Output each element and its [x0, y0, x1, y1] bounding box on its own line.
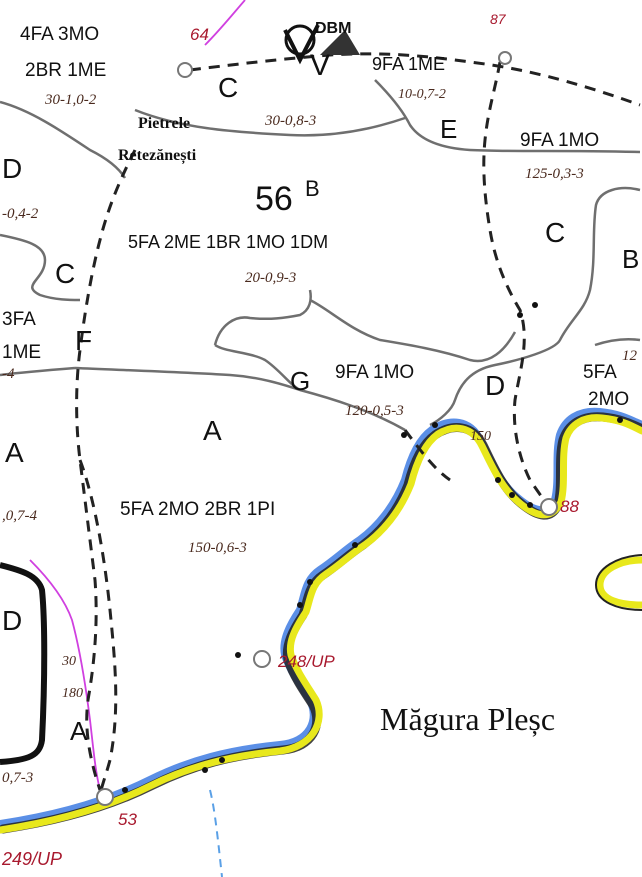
- point-53-marker: [96, 788, 114, 806]
- code-30-08-3: 30-0,8-3: [264, 113, 316, 129]
- code-left-4: -4: [2, 366, 15, 382]
- label-v: V: [310, 49, 330, 82]
- num-64: 64: [190, 25, 209, 44]
- code-left-04-2: -0,4-2: [2, 206, 39, 222]
- river: [0, 407, 642, 834]
- stand-9fa1mo-mid: 9FA 1MO: [335, 362, 414, 383]
- letter-d-bottom-left: D: [2, 605, 22, 636]
- stand-5fa-right: 5FA: [583, 362, 617, 383]
- letter-f: F: [75, 325, 92, 356]
- map-labels: 4FA 3MO 2BR 1ME 30-1,0-2 C 64 V DBM 87 9…: [1, 11, 639, 869]
- code-20-09-3: 20-0,9-3: [245, 270, 296, 286]
- stand-a-main: 5FA 2MO 2BR 1PI: [120, 499, 275, 520]
- letter-a-left: A: [5, 437, 24, 468]
- code-10-07-2: 10-0,7-2: [398, 87, 446, 102]
- point-64-marker: [177, 62, 193, 78]
- place-retezanesti: Retezănești: [118, 147, 197, 165]
- point-88-label: 88: [560, 497, 579, 516]
- num-12-right: 12: [622, 348, 638, 364]
- letter-b-right: B: [622, 244, 639, 274]
- stream-line: [209, 789, 223, 877]
- code-left-07-4: ,0,7-4: [2, 508, 37, 524]
- letter-e: E: [440, 114, 457, 144]
- point-249-label: 249/UP: [1, 849, 62, 869]
- letter-g: G: [290, 366, 310, 396]
- num-30: 30: [61, 654, 76, 669]
- magenta-lines: [29, 0, 246, 791]
- v-symbol: [283, 24, 360, 65]
- num-180: 180: [62, 686, 83, 701]
- point-248-marker: [253, 650, 271, 668]
- point-248-label: 248/UP: [277, 652, 335, 671]
- stand-2br1me: 2BR 1ME: [25, 60, 106, 81]
- stand-2mo-right: 2MO: [588, 389, 629, 410]
- parcel-56b-number: 56: [255, 180, 293, 218]
- stand-1me: 1ME: [2, 342, 41, 363]
- label-dbm: DBM: [315, 20, 351, 37]
- num-150-small: 150: [470, 429, 491, 444]
- code-30-1-0-2: 30-1,0-2: [44, 92, 97, 108]
- stand-4fa3mo: 4FA 3MO: [20, 24, 99, 45]
- place-pietrele: Pietrele: [138, 115, 190, 132]
- letter-a-bottom: A: [70, 716, 88, 746]
- letter-c-mid: C: [55, 258, 75, 289]
- river-dots: [122, 302, 623, 793]
- point-87-marker: [498, 51, 512, 65]
- dashed-tracks: [75, 52, 641, 796]
- point-88-marker: [540, 498, 558, 516]
- stand-9fa1me: 9FA 1ME: [372, 54, 445, 74]
- place-magura-plesc: Măgura Pleșc: [380, 701, 555, 737]
- num-87: 87: [490, 11, 507, 27]
- parcel-56b-letter: B: [305, 176, 320, 201]
- letter-c-top: C: [218, 72, 238, 103]
- parcel-boundaries: [0, 79, 641, 432]
- code-120-05-3: 120-0,5-3: [345, 403, 404, 419]
- letter-a-main: A: [203, 415, 222, 446]
- stand-56b: 5FA 2ME 1BR 1MO 1DM: [128, 232, 328, 252]
- stand-9fa1mo-right: 9FA 1MO: [520, 130, 599, 151]
- code-left-07-3: 0,7-3: [2, 770, 33, 786]
- code-150-06-3: 150-0,6-3: [188, 540, 247, 556]
- thick-boundary: [0, 562, 48, 765]
- stand-3fa: 3FA: [2, 309, 36, 330]
- letter-c-right: C: [545, 217, 565, 248]
- point-symbols: [96, 51, 558, 806]
- letter-d-left: D: [2, 153, 22, 184]
- code-125: 125-0,3-3: [525, 166, 584, 182]
- point-53-label: 53: [118, 810, 137, 829]
- letter-d-mid: D: [485, 370, 505, 401]
